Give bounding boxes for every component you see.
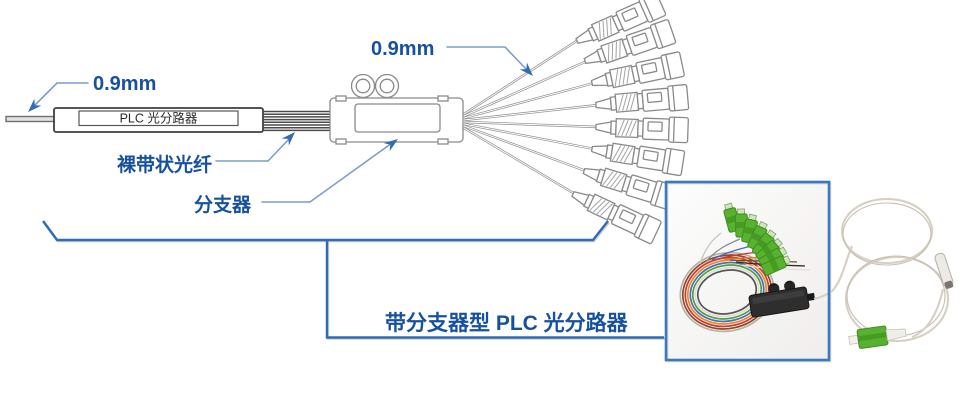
annotation-branch: 分支器	[194, 134, 401, 216]
fiber-fan	[462, 38, 600, 196]
photo-black-device	[748, 280, 816, 318]
photo-border	[664, 180, 831, 362]
ribbon-fiber	[263, 110, 331, 132]
branch-device	[329, 73, 464, 145]
annotation-left-diameter: 0.9mm	[24, 73, 156, 116]
sc-connector	[594, 83, 690, 119]
photo-sc-apc-connector	[848, 325, 907, 349]
photo-mini-splitter	[830, 197, 954, 349]
label-branch: 分支器	[194, 194, 252, 216]
caption-bracket	[42, 220, 664, 339]
label-ribbon: 裸带状光纤	[117, 153, 212, 176]
annotation-right-diameter: 0.9mm	[371, 38, 537, 80]
label-right-diameter: 0.9mm	[371, 38, 434, 60]
annotation-ribbon: 裸带状光纤	[117, 128, 299, 176]
label-left-diameter: 0.9mm	[93, 73, 156, 95]
splitter-module: PLC 光分路器	[53, 107, 264, 133]
photo-fiber-coil	[679, 251, 775, 333]
photo-inset	[664, 180, 831, 362]
sc-connector	[594, 113, 690, 144]
photo-steel-tube	[934, 252, 954, 289]
caption: 带分支器型 PLC 光分路器	[385, 311, 629, 335]
module-label-plate	[78, 110, 239, 127]
input-fiber	[5, 115, 56, 123]
module-label: PLC 光分路器	[120, 111, 198, 126]
